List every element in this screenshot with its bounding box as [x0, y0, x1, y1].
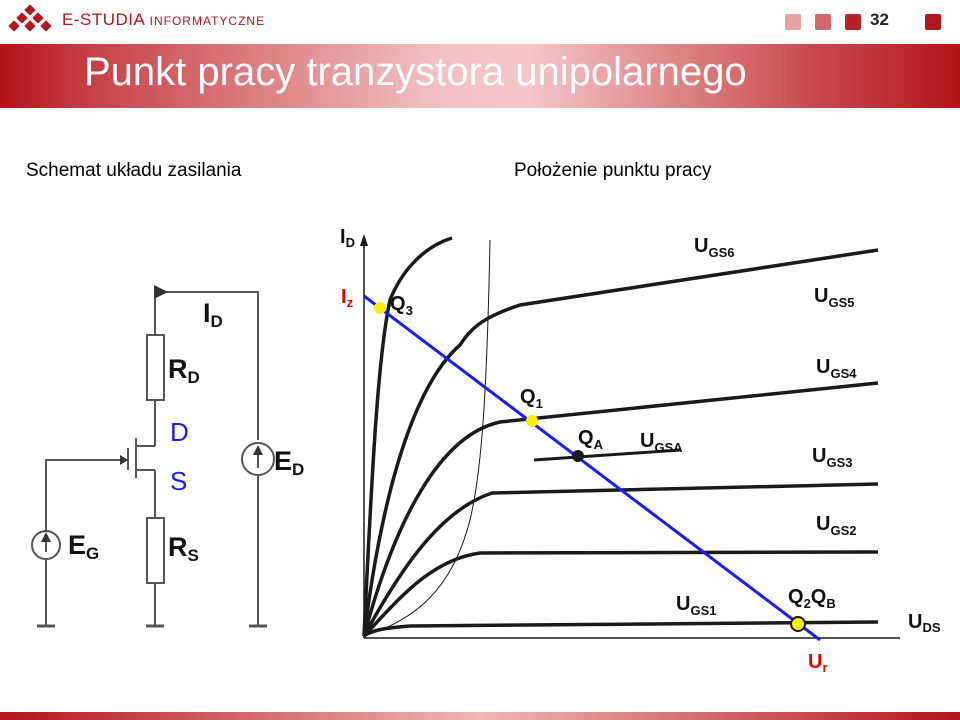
label-axis-y: ID: [340, 226, 355, 250]
logo-icon: [8, 4, 52, 32]
boundary-curve: [363, 239, 491, 637]
label-q1: Q1: [520, 386, 543, 411]
curve-ugs2: [362, 550, 879, 638]
point-q3: [374, 302, 386, 314]
label-eg: EG: [68, 530, 99, 563]
page-title: Punkt pracy tranzystora unipolarnego: [84, 50, 747, 94]
brand-main: E-STUDIA: [62, 10, 145, 29]
header-square-3: [845, 14, 861, 30]
brand-sub: INFORMATYCZNE: [149, 14, 266, 28]
label-ugsa: UGSA: [640, 430, 683, 455]
point-q1: [526, 415, 538, 427]
label-rs: RS: [168, 532, 199, 565]
right-caption: Położenie punktu pracy: [514, 160, 712, 181]
header-square-2: [815, 14, 831, 30]
label-axis-x: UDS: [908, 611, 941, 635]
brand-name: E-STUDIA INFORMATYCZNE: [62, 10, 265, 30]
bottom-bar: [0, 712, 960, 720]
page-number: 32: [870, 10, 889, 29]
label-ugs6: UGS6: [694, 235, 734, 260]
curve-ugs4: [362, 381, 879, 637]
point-q2qb: [790, 616, 806, 632]
label-ur: Ur: [808, 651, 828, 675]
label-q2qb: Q2QB: [788, 586, 836, 611]
label-d: D: [170, 417, 189, 447]
curve-ugs3: [362, 482, 879, 637]
header-square-4: [925, 14, 941, 30]
curve-ugsa: [533, 448, 681, 462]
gate-wire: [45, 459, 128, 532]
label-ugs2: UGS2: [816, 513, 856, 538]
y-axis-arrow: [360, 234, 368, 246]
label-ugs3: UGS3: [812, 445, 852, 470]
left-caption: Schemat układu zasilania: [26, 160, 242, 181]
label-q3: Q3: [390, 293, 413, 318]
point-qa: [572, 450, 584, 462]
label-iz: Iz: [341, 286, 354, 310]
gate-arrow: [120, 455, 128, 465]
label-ed: ED: [274, 446, 304, 479]
label-ugs5: UGS5: [814, 285, 854, 310]
label-rd: RD: [168, 354, 200, 387]
load-line: [363, 294, 821, 642]
label-ugs4: UGS4: [816, 356, 857, 381]
label-id: ID: [203, 298, 223, 331]
label-ugs1: UGS1: [676, 593, 716, 618]
label-qa: QA: [578, 427, 604, 452]
curve-ugs6: [362, 236, 453, 637]
header-square-1: [785, 14, 801, 30]
title-bar: [0, 44, 960, 108]
label-s: S: [170, 466, 187, 496]
curve-ugs5: [362, 248, 879, 637]
